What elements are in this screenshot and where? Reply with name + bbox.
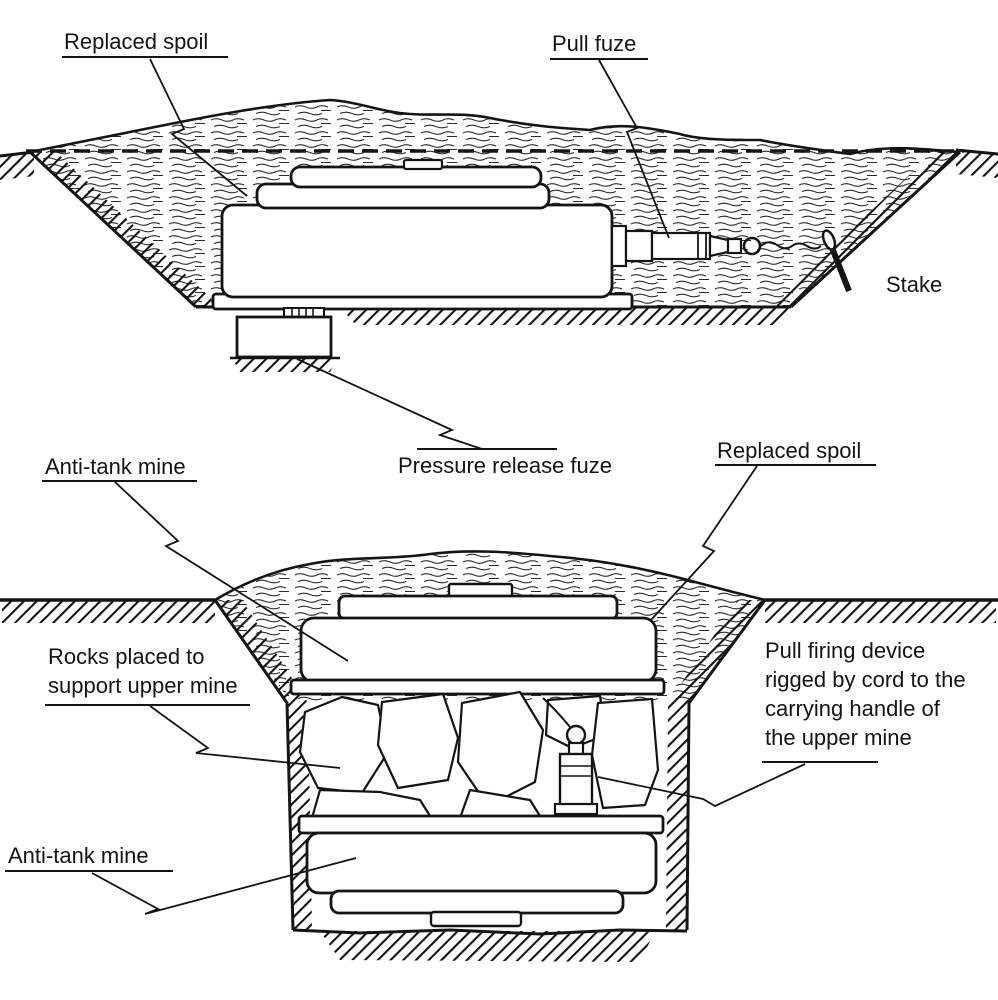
- top-cross-section: Replaced spoil Pull fuze Stake Pressure …: [0, 29, 998, 478]
- surface-hatch-right: [956, 150, 998, 178]
- label-anti-tank-mine-lower: Anti-tank mine: [8, 843, 149, 868]
- leader-replaced-spoil-top: [149, 58, 248, 197]
- label-pull-firing-device-line2: rigged by cord to the: [765, 667, 966, 692]
- label-rocks-line2: support upper mine: [48, 673, 238, 698]
- pull-ring-icon: [742, 236, 762, 256]
- buried-mine: [211, 158, 634, 311]
- rock: [310, 788, 432, 820]
- pit-wall-hatch-right-slope: [668, 600, 765, 703]
- pit-wall-right: [789, 150, 962, 309]
- rock: [590, 697, 660, 810]
- upper-mine-top-plate: [337, 594, 619, 621]
- leader-pull-firing-device: [597, 763, 806, 808]
- label-pull-firing-device-line1: Pull firing device: [765, 638, 925, 663]
- firing-device-ball: [565, 724, 587, 746]
- ground-hatch-right: [765, 600, 996, 623]
- fuze-flange: [610, 224, 628, 268]
- mine-body: [220, 203, 614, 299]
- fuze-collar: [624, 229, 654, 263]
- firing-device-base: [553, 802, 599, 816]
- pit-wall-hatch-left: [30, 152, 220, 307]
- upper-anti-tank-mine: [289, 582, 666, 696]
- pit-wall-hatch-left-slope: [215, 600, 308, 703]
- rock: [456, 690, 545, 808]
- pit-wall-left: [28, 150, 198, 309]
- leader-pressure-release-fuze: [296, 358, 483, 450]
- surface-hatch-left: [0, 152, 34, 180]
- label-pull-firing-device-line4: the upper mine: [765, 725, 912, 750]
- bottom-cross-section: Anti-tank mine Replaced spoil Rocks plac…: [0, 438, 998, 962]
- label-pressure-release-fuze: Pressure release fuze: [398, 453, 612, 478]
- fuze-barrel: [650, 231, 712, 261]
- rock: [298, 695, 390, 795]
- pit-bottom-line-bottom: [292, 928, 688, 936]
- mound-outline-bottom: [214, 550, 766, 602]
- lower-mine-knob: [429, 910, 523, 928]
- rock: [458, 788, 542, 820]
- lower-mine-bottom-plate: [329, 889, 625, 915]
- upper-mine-base-plate: [289, 678, 666, 696]
- leader-replaced-spoil-bottom: [649, 465, 758, 622]
- lower-mine-body: [305, 831, 658, 895]
- support-rocks: [298, 690, 660, 820]
- label-replaced-spoil-bottom: Replaced spoil: [717, 438, 861, 463]
- pull-firing-device: [542, 697, 599, 816]
- ground-hatch-left: [2, 600, 215, 623]
- fuze-tip: [726, 237, 743, 255]
- pit-bottom-hatch-bottom: [320, 931, 655, 962]
- pull-fuze-assembly: [610, 224, 822, 268]
- pit-bottom-hatch: [340, 307, 791, 325]
- label-stake: Stake: [886, 272, 942, 297]
- label-replaced-spoil-top: Replaced spoil: [64, 29, 208, 54]
- label-anti-tank-mine-upper: Anti-tank mine: [45, 454, 186, 479]
- lower-mine-top-plate: [297, 814, 665, 835]
- mound-outline: [29, 98, 961, 156]
- trip-cord: [760, 241, 822, 250]
- firing-device-body: [558, 752, 594, 814]
- leader-anti-tank-mine-lower: [91, 857, 357, 915]
- leader-pull-fuze: [598, 59, 670, 239]
- rock: [544, 694, 608, 750]
- lower-anti-tank-mine: [297, 814, 665, 928]
- pressure-release-fuze: [235, 307, 333, 359]
- pit-wall-right-line: [685, 599, 767, 931]
- pit-wall-left-line: [213, 599, 295, 931]
- mine-top-knob: [402, 158, 444, 171]
- leader-rocks: [149, 705, 341, 769]
- stake-icon: [821, 229, 852, 293]
- fuze-taper: [708, 234, 730, 258]
- label-pull-fuze: Pull fuze: [552, 31, 636, 56]
- pit-wall-hatch-right: [768, 152, 960, 307]
- recess-hatch: [232, 358, 338, 372]
- rock: [376, 692, 460, 790]
- firing-cord: [542, 697, 571, 728]
- spoil-fill-mound: [30, 100, 960, 154]
- upper-mine-body: [299, 616, 658, 684]
- label-pull-firing-device-line3: carrying handle of: [765, 696, 941, 721]
- pit-wall-hatch-right-vert: [666, 703, 689, 930]
- pressure-release-fuze-box: [235, 315, 333, 359]
- leader-anti-tank-mine-upper: [114, 481, 349, 662]
- label-rocks-line1: Rocks placed to: [48, 644, 205, 669]
